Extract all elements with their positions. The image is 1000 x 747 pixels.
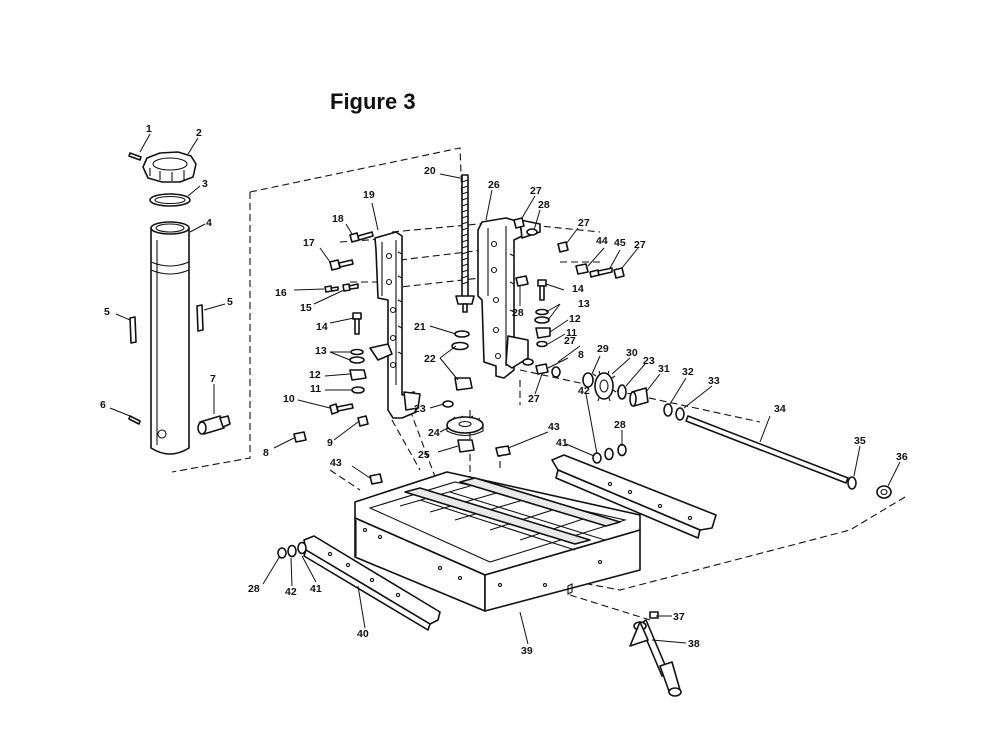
- left-hardware: [293, 231, 383, 485]
- callout-9: 9: [327, 437, 333, 449]
- callout-33: 33: [708, 375, 720, 387]
- callout-8-right: 8: [578, 349, 584, 361]
- callout-27-lower: 27: [564, 335, 576, 347]
- center-hardware: [442, 330, 484, 453]
- callout-27-bottom: 27: [528, 393, 540, 405]
- callout-35: 35: [854, 435, 866, 447]
- callout-29: 29: [597, 343, 609, 355]
- callout-26: 26: [488, 179, 500, 191]
- callout-13-right: 13: [578, 298, 590, 310]
- right-hardware: [513, 217, 625, 378]
- left-side-frame-part-19: [369, 231, 421, 419]
- pin-part-1: [128, 152, 142, 161]
- callout-22: 22: [424, 353, 436, 365]
- front-left-washers: [277, 541, 307, 559]
- sprocket-part-30: [592, 370, 617, 402]
- callout-5-left: 5: [104, 306, 110, 318]
- callout-34: 34: [774, 403, 786, 415]
- callout-32: 32: [682, 366, 694, 378]
- callout-43-right: 43: [548, 421, 560, 433]
- callout-28-top: 28: [538, 199, 550, 211]
- column-assembly: [128, 151, 231, 455]
- callout-45: 45: [614, 237, 626, 249]
- callout-36: 36: [896, 451, 908, 463]
- callout-14-right: 14: [572, 283, 584, 295]
- callout-10: 10: [283, 393, 295, 405]
- callout-42-mid: 42: [578, 385, 590, 397]
- callout-19: 19: [363, 189, 375, 201]
- callout-20: 20: [424, 165, 436, 177]
- callout-23-left: 23: [414, 403, 426, 415]
- callout-15: 15: [300, 302, 312, 314]
- callout-16: 16: [275, 287, 287, 299]
- callout-24: 24: [428, 427, 440, 439]
- callout-44: 44: [596, 235, 608, 247]
- callout-28-frame: 28: [512, 307, 524, 319]
- callout-21: 21: [414, 321, 426, 333]
- callout-38: 38: [688, 638, 700, 650]
- callout-4: 4: [206, 217, 212, 229]
- callout-30: 30: [626, 347, 638, 359]
- leader-lines: [109, 133, 901, 645]
- callout-25: 25: [418, 449, 430, 461]
- callout-17: 17: [303, 237, 315, 249]
- callout-14-left: 14: [316, 321, 328, 333]
- callout-37: 37: [673, 611, 685, 623]
- knob-part-7: [197, 415, 231, 435]
- callout-41-front: 41: [310, 583, 322, 595]
- callout-40: 40: [357, 628, 369, 640]
- callout-13-left: 13: [315, 345, 327, 357]
- figure-title: Figure 3: [330, 89, 416, 114]
- callout-27-mid: 27: [578, 217, 590, 229]
- pin-part-6: [128, 415, 141, 425]
- callout-28-front: 28: [248, 583, 260, 595]
- right-side-rail: [551, 454, 717, 539]
- callout-42-front: 42: [285, 586, 297, 598]
- callout-11-left: 11: [310, 383, 321, 395]
- callout-3: 3: [202, 178, 208, 190]
- callout-41-mid: 41: [556, 437, 568, 449]
- callout-23-right: 23: [643, 355, 655, 367]
- crank-handle-part-38: [629, 611, 682, 697]
- callout-18: 18: [332, 213, 344, 225]
- column-tube-part-4: [150, 221, 190, 455]
- ring-nut-part-2: [142, 151, 197, 183]
- callout-28-mid: 28: [614, 419, 626, 431]
- callout-2: 2: [196, 127, 202, 139]
- callout-27-top: 27: [530, 185, 542, 197]
- washer-ring-part-3: [149, 193, 191, 207]
- callout-1: 1: [146, 123, 152, 135]
- key-part-5-right: [196, 304, 204, 332]
- callout-39: 39: [521, 645, 533, 657]
- callout-31: 31: [658, 363, 670, 375]
- callout-labels: 1 2 3 4 5 5 6 7 8 8 9 10 11 11 12 12 13 …: [100, 123, 908, 657]
- callout-27-right: 27: [634, 239, 646, 251]
- key-part-5-left: [129, 316, 137, 344]
- callout-12-right: 12: [569, 313, 581, 325]
- lead-screw-part-20: [455, 174, 475, 313]
- callout-11-right: 11: [566, 327, 577, 339]
- right-side-frame-part-26: [477, 217, 541, 379]
- callout-8-left: 8: [263, 447, 269, 459]
- callout-6: 6: [100, 399, 106, 411]
- base-frame-part-39: [354, 471, 641, 612]
- callout-43-left: 43: [330, 457, 342, 469]
- callout-7: 7: [210, 373, 216, 385]
- shaft-hardware: [582, 370, 892, 499]
- gear-part-24: [446, 415, 484, 437]
- callout-12-left: 12: [309, 369, 321, 381]
- callout-5-right: 5: [227, 296, 233, 308]
